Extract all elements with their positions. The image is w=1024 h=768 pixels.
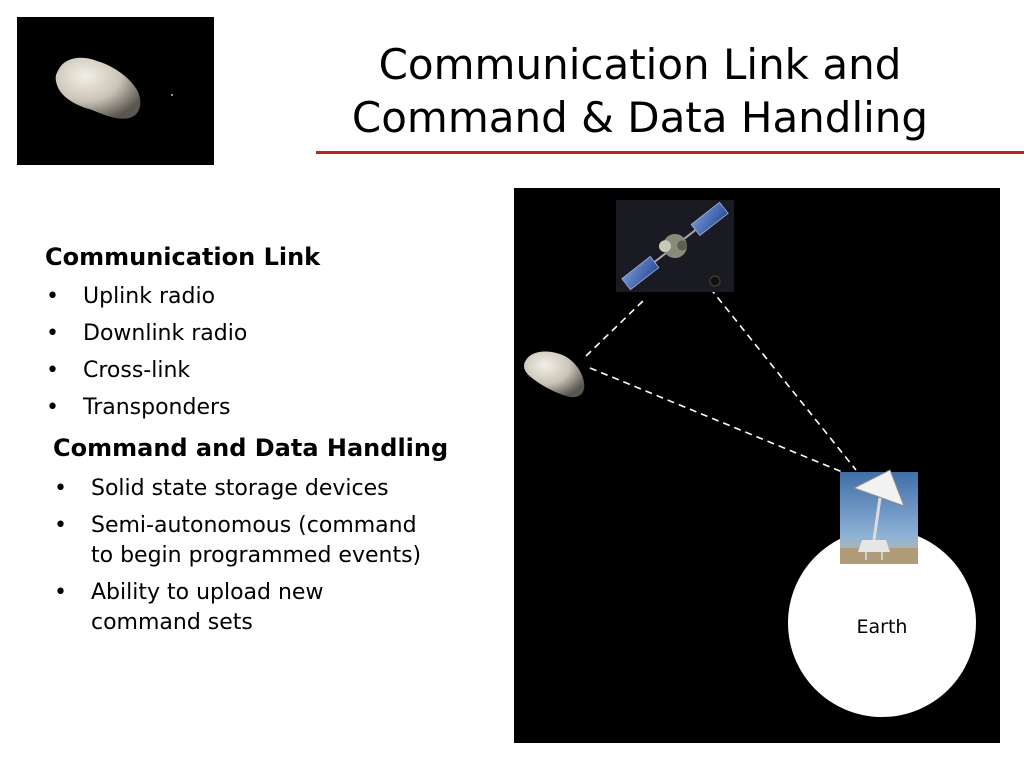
- slide-title: Communication Link and Command & Data Ha…: [300, 38, 980, 144]
- slide-title-line1: Communication Link and: [378, 40, 902, 89]
- list-item: Uplink radio: [46, 282, 247, 312]
- slide-title-line2: Command & Data Handling: [351, 93, 929, 142]
- list-item: Transponders: [46, 393, 247, 423]
- command-data-handling-list: Solid state storage devices Semi-autonom…: [54, 474, 491, 645]
- communication-link-heading: Communication Link: [45, 243, 321, 271]
- radio-dish-icon: [840, 469, 918, 564]
- satellite-icon: [616, 200, 734, 292]
- asteroid-icon: [524, 351, 585, 398]
- list-item: Ability to upload new command sets: [54, 578, 491, 638]
- list-item-line: Semi-autonomous (command: [91, 513, 417, 538]
- list-item: Semi-autonomous (command to begin progra…: [54, 511, 491, 571]
- communication-links: [585, 287, 857, 477]
- title-underline: [316, 151, 1024, 154]
- earth-label: Earth: [857, 616, 908, 638]
- cross-link-line: [585, 299, 645, 357]
- asteroid-icon: [55, 57, 173, 119]
- downlink-line: [589, 367, 853, 477]
- list-item-line: command sets: [91, 610, 253, 635]
- uplink-line: [709, 287, 857, 471]
- communication-diagram-svg: Earth: [524, 200, 976, 717]
- list-item: Solid state storage devices: [54, 474, 491, 504]
- list-item: Cross-link: [46, 356, 247, 386]
- earth-icon: [788, 529, 976, 717]
- list-item-line: Ability to upload new: [91, 580, 324, 605]
- list-item: Downlink radio: [46, 319, 247, 349]
- list-item-line: Solid state storage devices: [91, 476, 389, 501]
- command-data-handling-heading: Command and Data Handling: [53, 434, 449, 462]
- communication-link-list: Uplink radio Downlink radio Cross-link T…: [46, 282, 247, 430]
- asteroid-thumbnail-image: [17, 17, 214, 165]
- communication-diagram: Earth: [514, 188, 1000, 743]
- list-item-line: to begin programmed events): [91, 543, 422, 568]
